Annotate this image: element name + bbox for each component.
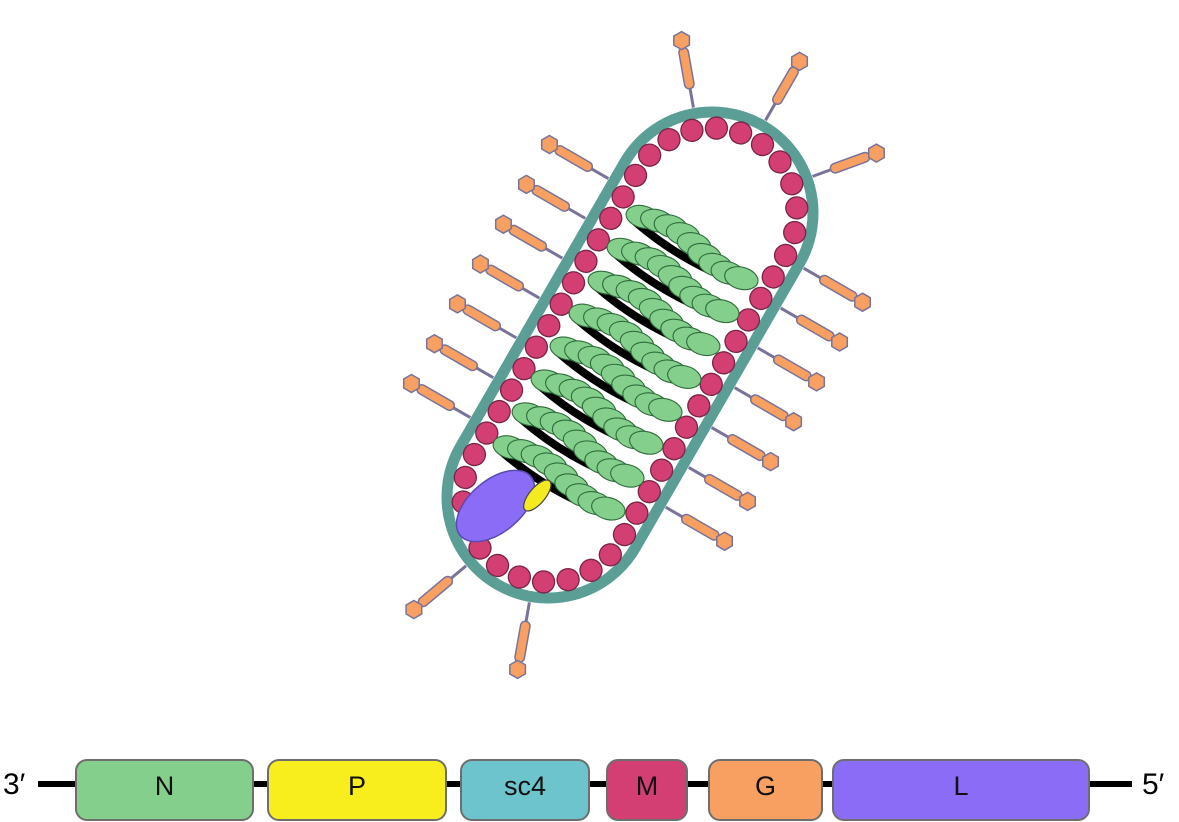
glycoprotein-G xyxy=(450,295,517,338)
gene-p: P xyxy=(268,760,446,820)
glycoprotein-G xyxy=(735,388,802,431)
glycoprotein-G xyxy=(427,335,494,378)
glycoprotein-G xyxy=(804,268,871,311)
glycoprotein-G xyxy=(496,215,563,258)
gene-m: M xyxy=(607,760,687,820)
glycoprotein-G xyxy=(666,507,733,550)
glycoprotein-G xyxy=(712,428,779,471)
glycoprotein-G xyxy=(404,375,471,418)
glycoprotein-G xyxy=(674,32,694,108)
three-prime-label: 3′ xyxy=(3,768,26,801)
glycoprotein-G xyxy=(758,348,825,391)
gene-label: M xyxy=(636,771,659,801)
virion-diagram xyxy=(0,0,1179,722)
glycoprotein-G xyxy=(813,144,885,176)
gene-label: G xyxy=(755,771,776,801)
glycoprotein-G xyxy=(406,566,466,619)
gene-label: P xyxy=(348,771,366,801)
gene-n: N xyxy=(76,760,253,820)
glycoprotein-G xyxy=(519,175,586,218)
gene-label: N xyxy=(155,771,175,801)
glycoprotein-G xyxy=(781,308,848,351)
glycoprotein-G xyxy=(473,255,540,298)
glycoprotein-G xyxy=(542,136,609,179)
gene-label: sc4 xyxy=(504,771,546,801)
glycoprotein-G xyxy=(766,52,808,120)
gene-label: L xyxy=(953,771,968,801)
gene-sc4: sc4 xyxy=(461,760,589,820)
gene-g: G xyxy=(709,760,822,820)
glycoprotein-G xyxy=(510,602,530,678)
glycoprotein-G xyxy=(689,467,756,510)
five-prime-label: 5′ xyxy=(1142,768,1165,801)
gene-l: L xyxy=(833,760,1089,820)
